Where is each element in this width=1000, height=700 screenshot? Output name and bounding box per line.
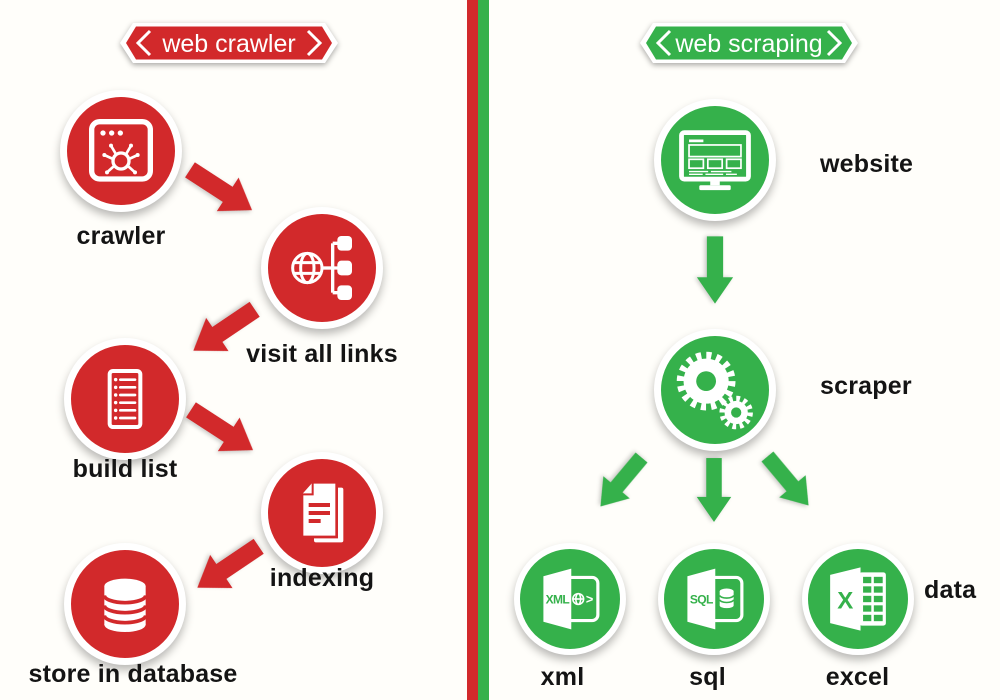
- scraper-label: scraper: [820, 372, 912, 400]
- arrow-crawler-to-links-icon: [185, 162, 253, 212]
- arrow-scraper-to-sql-icon: [696, 458, 732, 522]
- xml-file-text: XML: [546, 592, 570, 606]
- arrow-links-to-buildlist-icon: [193, 301, 260, 352]
- build-list-label: build list: [72, 455, 178, 483]
- arrow-scraper-to-xml-icon: [600, 452, 648, 507]
- database-cylinder-icon: [102, 578, 148, 632]
- indexing-label: indexing: [269, 564, 375, 592]
- xml-node: > XML: [514, 543, 626, 655]
- web-scraping-banner: web scraping: [640, 23, 858, 63]
- sql-file-text: SQL: [690, 592, 713, 606]
- excel-node: X: [802, 543, 914, 655]
- website-label: website: [820, 150, 914, 178]
- globe-sitemap-icon: [291, 236, 352, 300]
- website-node: [654, 99, 776, 221]
- excel-file-icon: X: [830, 567, 886, 631]
- visit-all-links-node: [261, 207, 383, 329]
- scraper-node: [654, 329, 776, 451]
- stacked-documents-icon: [300, 481, 344, 543]
- crawler-label: crawler: [76, 222, 166, 250]
- gears-icon: [676, 351, 753, 430]
- divider-red-stripe: [467, 0, 478, 700]
- arrow-indexing-to-database-icon: [197, 538, 264, 589]
- browser-spider-icon: [89, 118, 153, 182]
- excel-label: excel: [825, 663, 890, 691]
- build-list-node: [64, 338, 186, 460]
- crawler-node: [60, 90, 182, 212]
- list-document-icon: [107, 369, 143, 429]
- arrow-website-to-scraper-icon: [696, 236, 734, 304]
- divider-green-stripe: [478, 0, 489, 700]
- excel-x-letter: X: [837, 588, 853, 615]
- data-label: data: [924, 576, 977, 604]
- web-scraping-banner-label: web scraping: [674, 30, 822, 58]
- xml-gt-glyph: >: [586, 592, 593, 606]
- web-crawler-banner: web crawler: [120, 23, 338, 63]
- store-in-database-label: store in database: [28, 660, 238, 688]
- arrow-buildlist-to-indexing-icon: [186, 402, 254, 452]
- sql-file-icon: SQL: [687, 568, 744, 630]
- visit-all-links-label: visit all links: [246, 340, 398, 368]
- web-crawler-banner-label: web crawler: [161, 30, 295, 58]
- indexing-node: [261, 452, 383, 574]
- arrow-scraper-to-excel-icon: [761, 451, 809, 506]
- xml-file-icon: > XML: [543, 568, 600, 630]
- sql-node: SQL: [658, 543, 770, 655]
- monitor-webpage-icon: [679, 130, 751, 191]
- sql-label: sql: [689, 663, 726, 691]
- store-in-database-node: [64, 543, 186, 665]
- xml-label: xml: [540, 663, 585, 691]
